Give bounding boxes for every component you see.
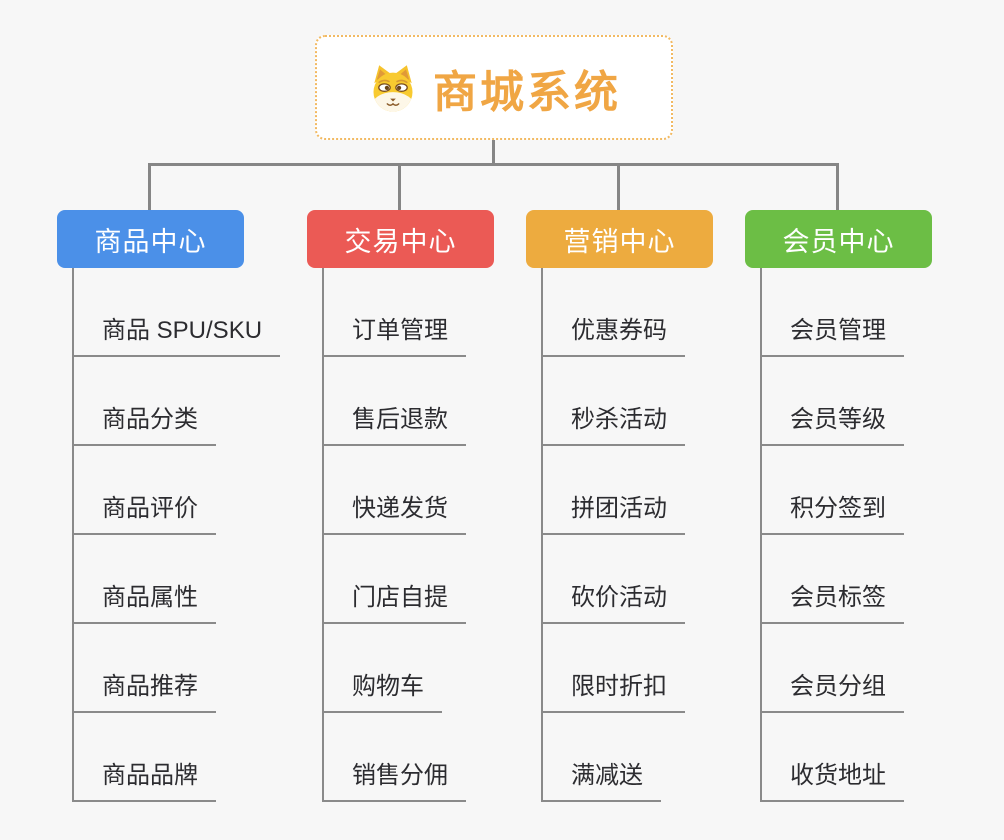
leaf-node[interactable]: 积分签到 bbox=[760, 494, 904, 535]
leaf-node[interactable]: 会员标签 bbox=[760, 583, 904, 624]
branch-node-product-center[interactable]: 商品中心 bbox=[57, 210, 244, 268]
leaf-node[interactable]: 商品属性 bbox=[72, 583, 216, 624]
connector-drop-branch-2 bbox=[398, 163, 401, 210]
leaf-node[interactable]: 商品 SPU/SKU bbox=[72, 316, 281, 357]
connector-root-drop bbox=[492, 140, 495, 164]
branch-4-trunk-line bbox=[760, 268, 762, 802]
root-node[interactable]: 商城系统 bbox=[315, 35, 673, 140]
root-title: 商城系统 bbox=[433, 67, 621, 117]
leaf-node[interactable]: 会员管理 bbox=[760, 316, 904, 357]
connector-drop-branch-1 bbox=[148, 163, 151, 210]
dog-face-icon bbox=[373, 64, 413, 112]
branch-1-children: 商品 SPU/SKU 商品分类 商品评价 商品属性 商品推荐 商品品牌 bbox=[57, 268, 302, 802]
branch-3-children: 优惠券码 秒杀活动 拼团活动 砍价活动 限时折扣 满减送 bbox=[526, 268, 771, 802]
leaf-node[interactable]: 限时折扣 bbox=[541, 672, 685, 713]
leaf-node[interactable]: 订单管理 bbox=[322, 316, 466, 357]
leaf-node[interactable]: 收货地址 bbox=[760, 761, 904, 802]
leaf-node[interactable]: 商品评价 bbox=[72, 494, 216, 535]
branch-node-trade-center[interactable]: 交易中心 bbox=[307, 210, 494, 268]
branch-1-trunk-line bbox=[72, 268, 74, 802]
branch-2-children: 订单管理 售后退款 快递发货 门店自提 购物车 销售分佣 bbox=[307, 268, 552, 802]
branch-3-trunk-line bbox=[541, 268, 543, 802]
leaf-node[interactable]: 售后退款 bbox=[322, 405, 466, 446]
leaf-node[interactable]: 门店自提 bbox=[322, 583, 466, 624]
branch-node-member-center[interactable]: 会员中心 bbox=[745, 210, 932, 268]
connector-drop-branch-4 bbox=[836, 163, 839, 210]
leaf-node[interactable]: 满减送 bbox=[541, 761, 661, 802]
leaf-node[interactable]: 商品品牌 bbox=[72, 761, 216, 802]
leaf-node[interactable]: 拼团活动 bbox=[541, 494, 685, 535]
branch-node-marketing-center[interactable]: 营销中心 bbox=[526, 210, 713, 268]
leaf-node[interactable]: 秒杀活动 bbox=[541, 405, 685, 446]
branch-4-children: 会员管理 会员等级 积分签到 会员标签 会员分组 收货地址 bbox=[745, 268, 990, 802]
leaf-node[interactable]: 商品推荐 bbox=[72, 672, 216, 713]
leaf-node[interactable]: 购物车 bbox=[322, 672, 442, 713]
leaf-node[interactable]: 优惠券码 bbox=[541, 316, 685, 357]
connector-bus bbox=[148, 163, 839, 166]
leaf-node[interactable]: 砍价活动 bbox=[541, 583, 685, 624]
leaf-node[interactable]: 商品分类 bbox=[72, 405, 216, 446]
branch-2-trunk-line bbox=[322, 268, 324, 802]
leaf-node[interactable]: 销售分佣 bbox=[322, 761, 466, 802]
connector-drop-branch-3 bbox=[617, 163, 620, 210]
leaf-node[interactable]: 快递发货 bbox=[322, 494, 466, 535]
leaf-node[interactable]: 会员等级 bbox=[760, 405, 904, 446]
leaf-node[interactable]: 会员分组 bbox=[760, 672, 904, 713]
